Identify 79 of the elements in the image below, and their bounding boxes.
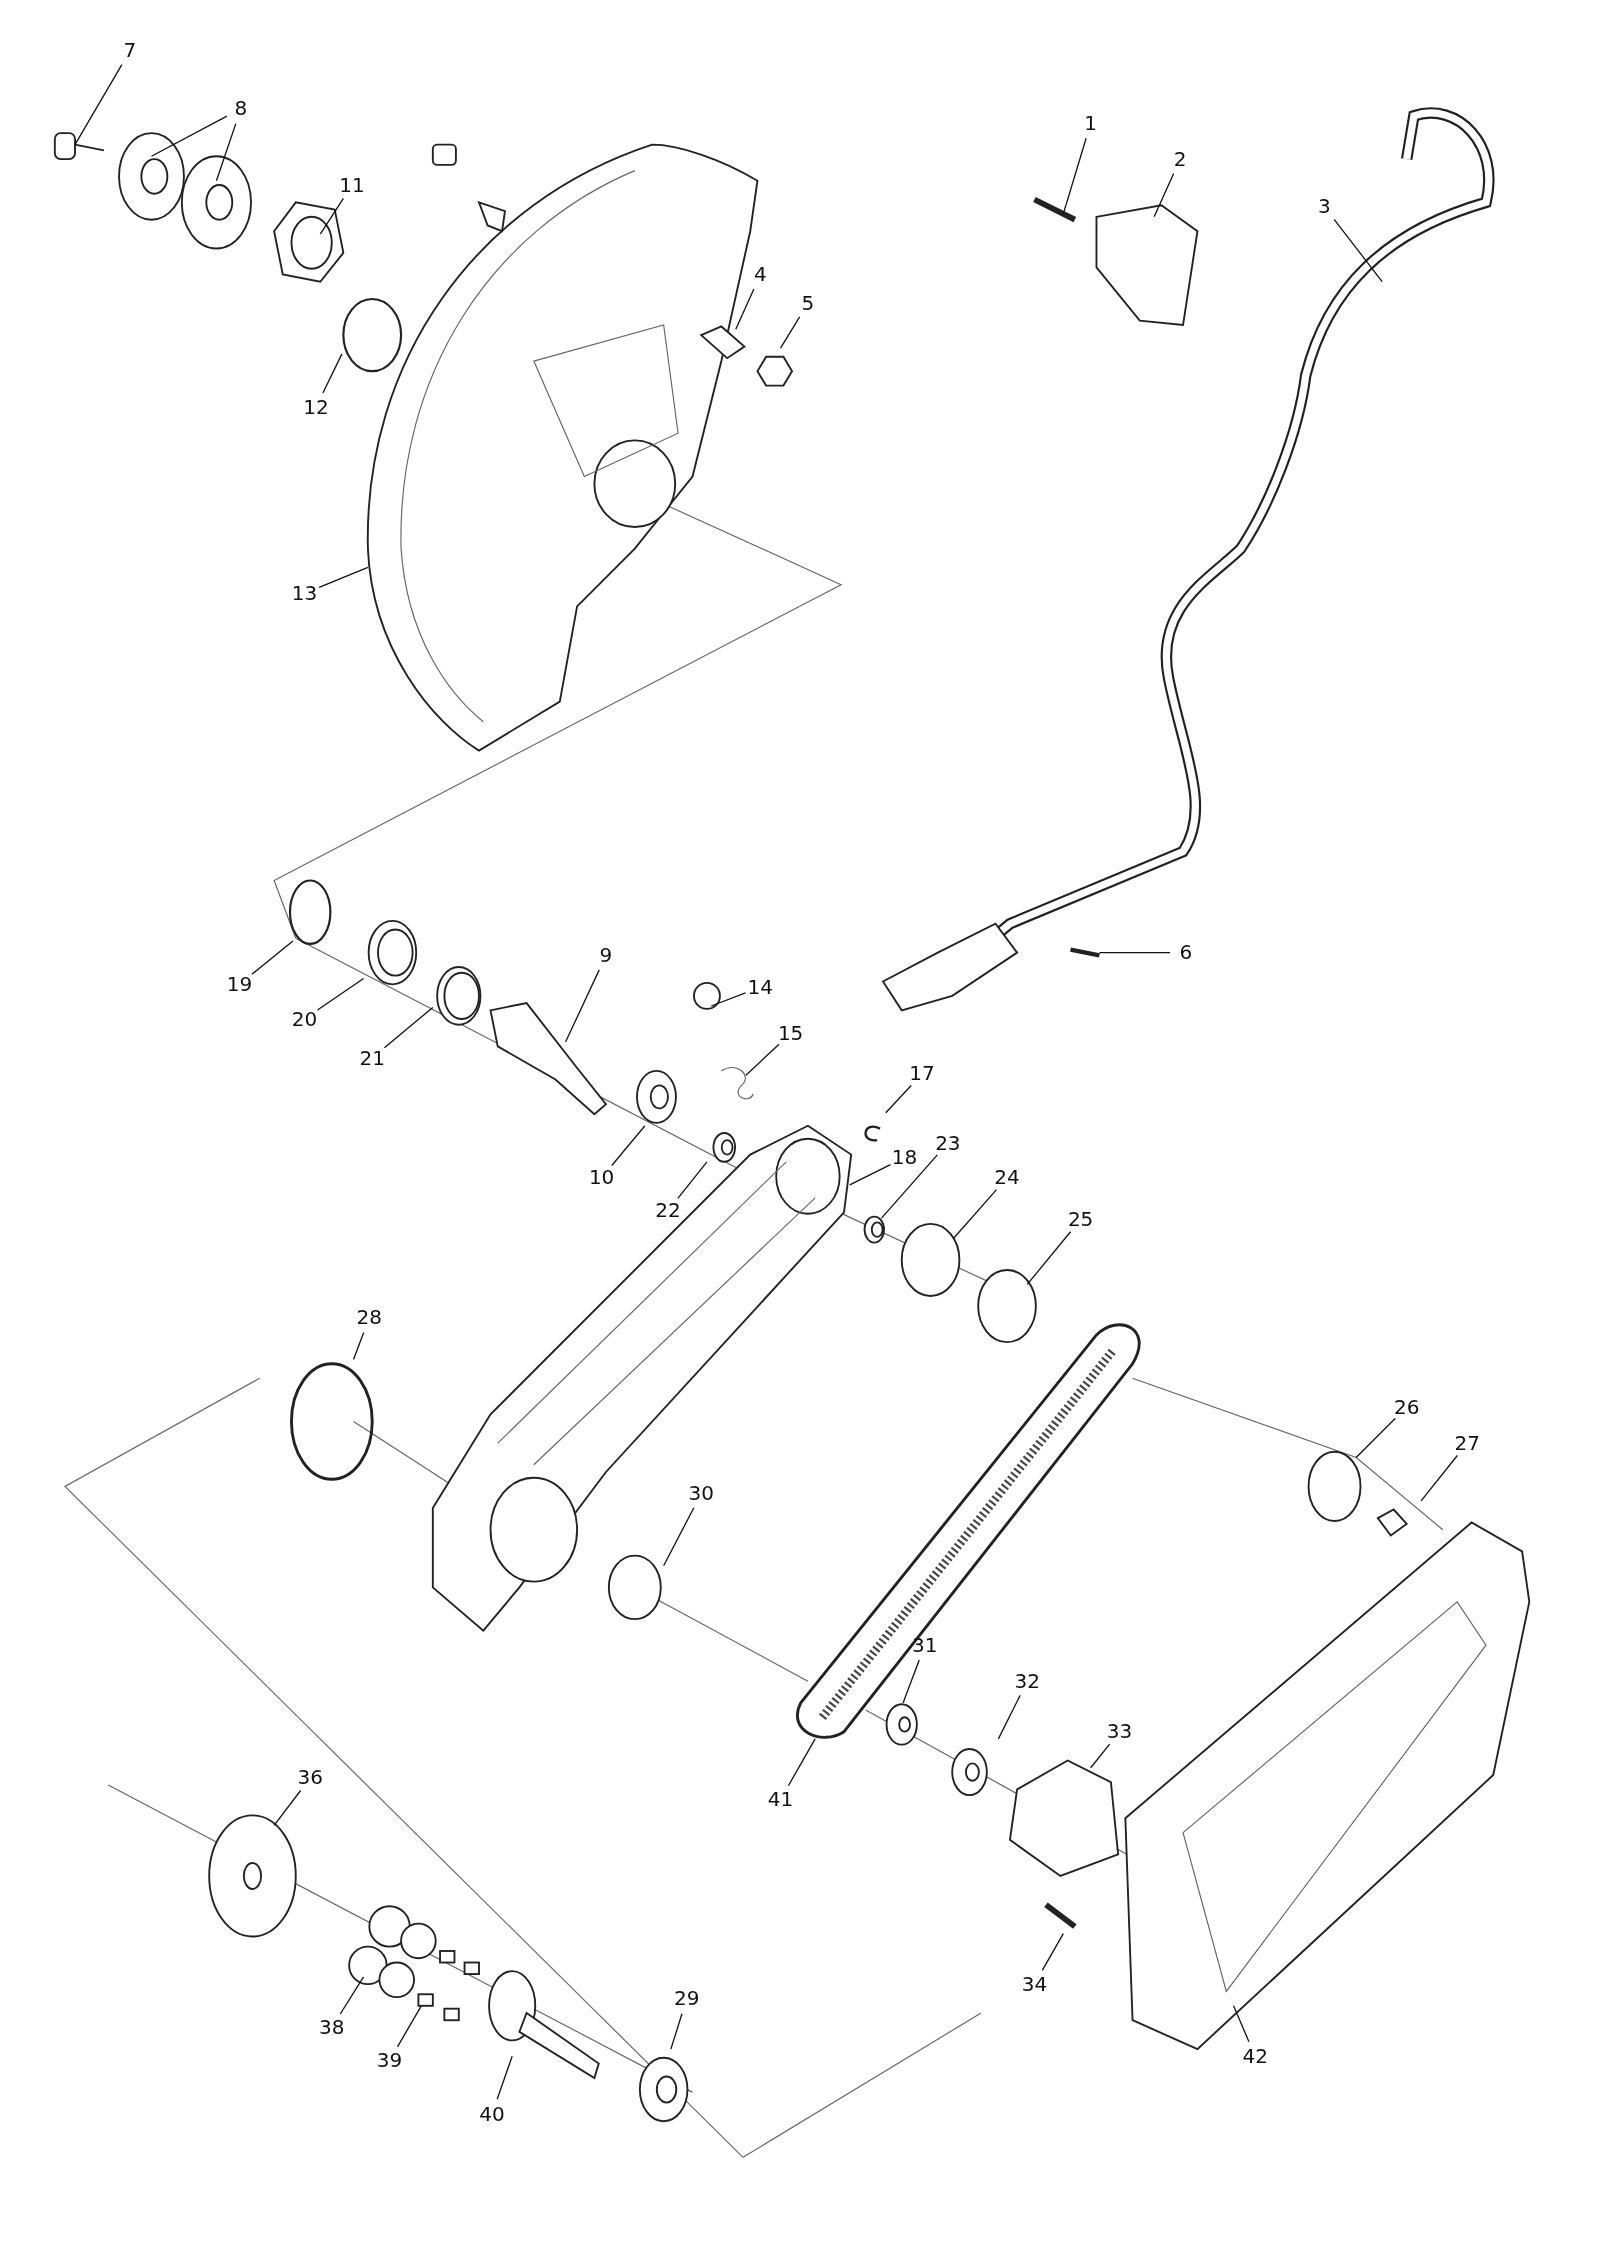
leader-line <box>677 1161 708 1200</box>
leader-line <box>251 940 294 975</box>
callout-number: 3 <box>1317 194 1332 219</box>
leader-line <box>496 2055 513 2100</box>
callout-number: 17 <box>908 1061 936 1086</box>
callout-number: 34 <box>1020 1971 1049 1996</box>
callout-number: 24 <box>993 1165 1021 1190</box>
leader-line <box>663 1507 695 1567</box>
callout-number: 18 <box>890 1145 919 1170</box>
leader-line <box>1026 1231 1072 1286</box>
leader-line <box>1098 951 1171 954</box>
leader-line <box>150 115 228 157</box>
leader-line <box>1420 1454 1458 1502</box>
leader-line <box>1333 218 1383 283</box>
leader-line <box>670 2013 683 2050</box>
leader-line <box>1153 172 1175 218</box>
leader-line <box>273 1789 302 1827</box>
callout-number: 33 <box>1105 1719 1134 1744</box>
leader-line <box>880 1154 938 1219</box>
leader-line <box>885 1084 912 1114</box>
callout-number: 12 <box>302 394 330 419</box>
callout-number: 39 <box>375 2048 404 2073</box>
leader-line <box>735 288 755 330</box>
callout-number: 26 <box>1392 1394 1421 1419</box>
callout-number: 19 <box>225 971 254 996</box>
leader-line <box>902 1659 920 1704</box>
callout-number: 20 <box>290 1006 319 1031</box>
callout-number: 7 <box>122 38 138 63</box>
leader-line <box>787 1738 816 1787</box>
leader-line <box>322 353 343 394</box>
leader-line <box>318 566 369 588</box>
leader-line <box>953 1188 998 1239</box>
callout-number: 5 <box>800 290 816 315</box>
leader-line <box>316 977 365 1011</box>
leader-line <box>319 197 345 235</box>
callout-number: 8 <box>233 96 249 121</box>
callout-number: 41 <box>766 1787 795 1812</box>
callout-number: 23 <box>934 1130 962 1155</box>
leader-line <box>339 1976 365 2015</box>
leader-line <box>1062 137 1087 215</box>
callout-number: 2 <box>1172 146 1188 171</box>
callout-number: 14 <box>746 974 775 999</box>
callout-number: 40 <box>478 2101 506 2126</box>
callout-number: 28 <box>355 1305 384 1330</box>
leader-line <box>1232 2005 1250 2043</box>
callout-number: 32 <box>1013 1668 1041 1693</box>
leader-line <box>611 1125 646 1167</box>
callout-number: 22 <box>654 1198 682 1223</box>
callout-number: 15 <box>776 1021 805 1045</box>
callout-number: 21 <box>358 1045 386 1070</box>
callout-number: 30 <box>687 1481 715 1506</box>
callout-number: 9 <box>598 943 614 968</box>
callout-number: 6 <box>1178 940 1194 965</box>
leader-line <box>997 1694 1021 1740</box>
callout-number: 36 <box>296 1765 324 1790</box>
callout-number: 42 <box>1241 2043 1269 2068</box>
leader-line <box>849 1163 892 1186</box>
callout-number: 10 <box>587 1165 616 1190</box>
leader-line <box>710 992 747 1007</box>
callout-number: 27 <box>1453 1430 1481 1455</box>
leader-line <box>383 1006 434 1049</box>
leader-line <box>1041 1933 1064 1972</box>
leader-line <box>1355 1417 1397 1459</box>
callout-number: 31 <box>911 1632 939 1657</box>
leader-line <box>215 122 237 182</box>
leader-line <box>74 63 123 146</box>
leader-line <box>745 1043 780 1076</box>
callout-number: 38 <box>318 2015 346 2040</box>
callout-number: 1 <box>1083 110 1099 135</box>
leader-line <box>779 316 801 349</box>
callout-number: 11 <box>338 172 366 197</box>
callout-number: 25 <box>1066 1207 1095 1232</box>
leader-line <box>396 2005 422 2048</box>
callout-number: 29 <box>673 1986 701 2011</box>
leader-line <box>564 969 600 1043</box>
callout-number: 13 <box>290 580 319 605</box>
leader-line <box>352 1331 365 1361</box>
leader-line <box>1090 1743 1111 1769</box>
callout-number: 4 <box>752 262 768 287</box>
